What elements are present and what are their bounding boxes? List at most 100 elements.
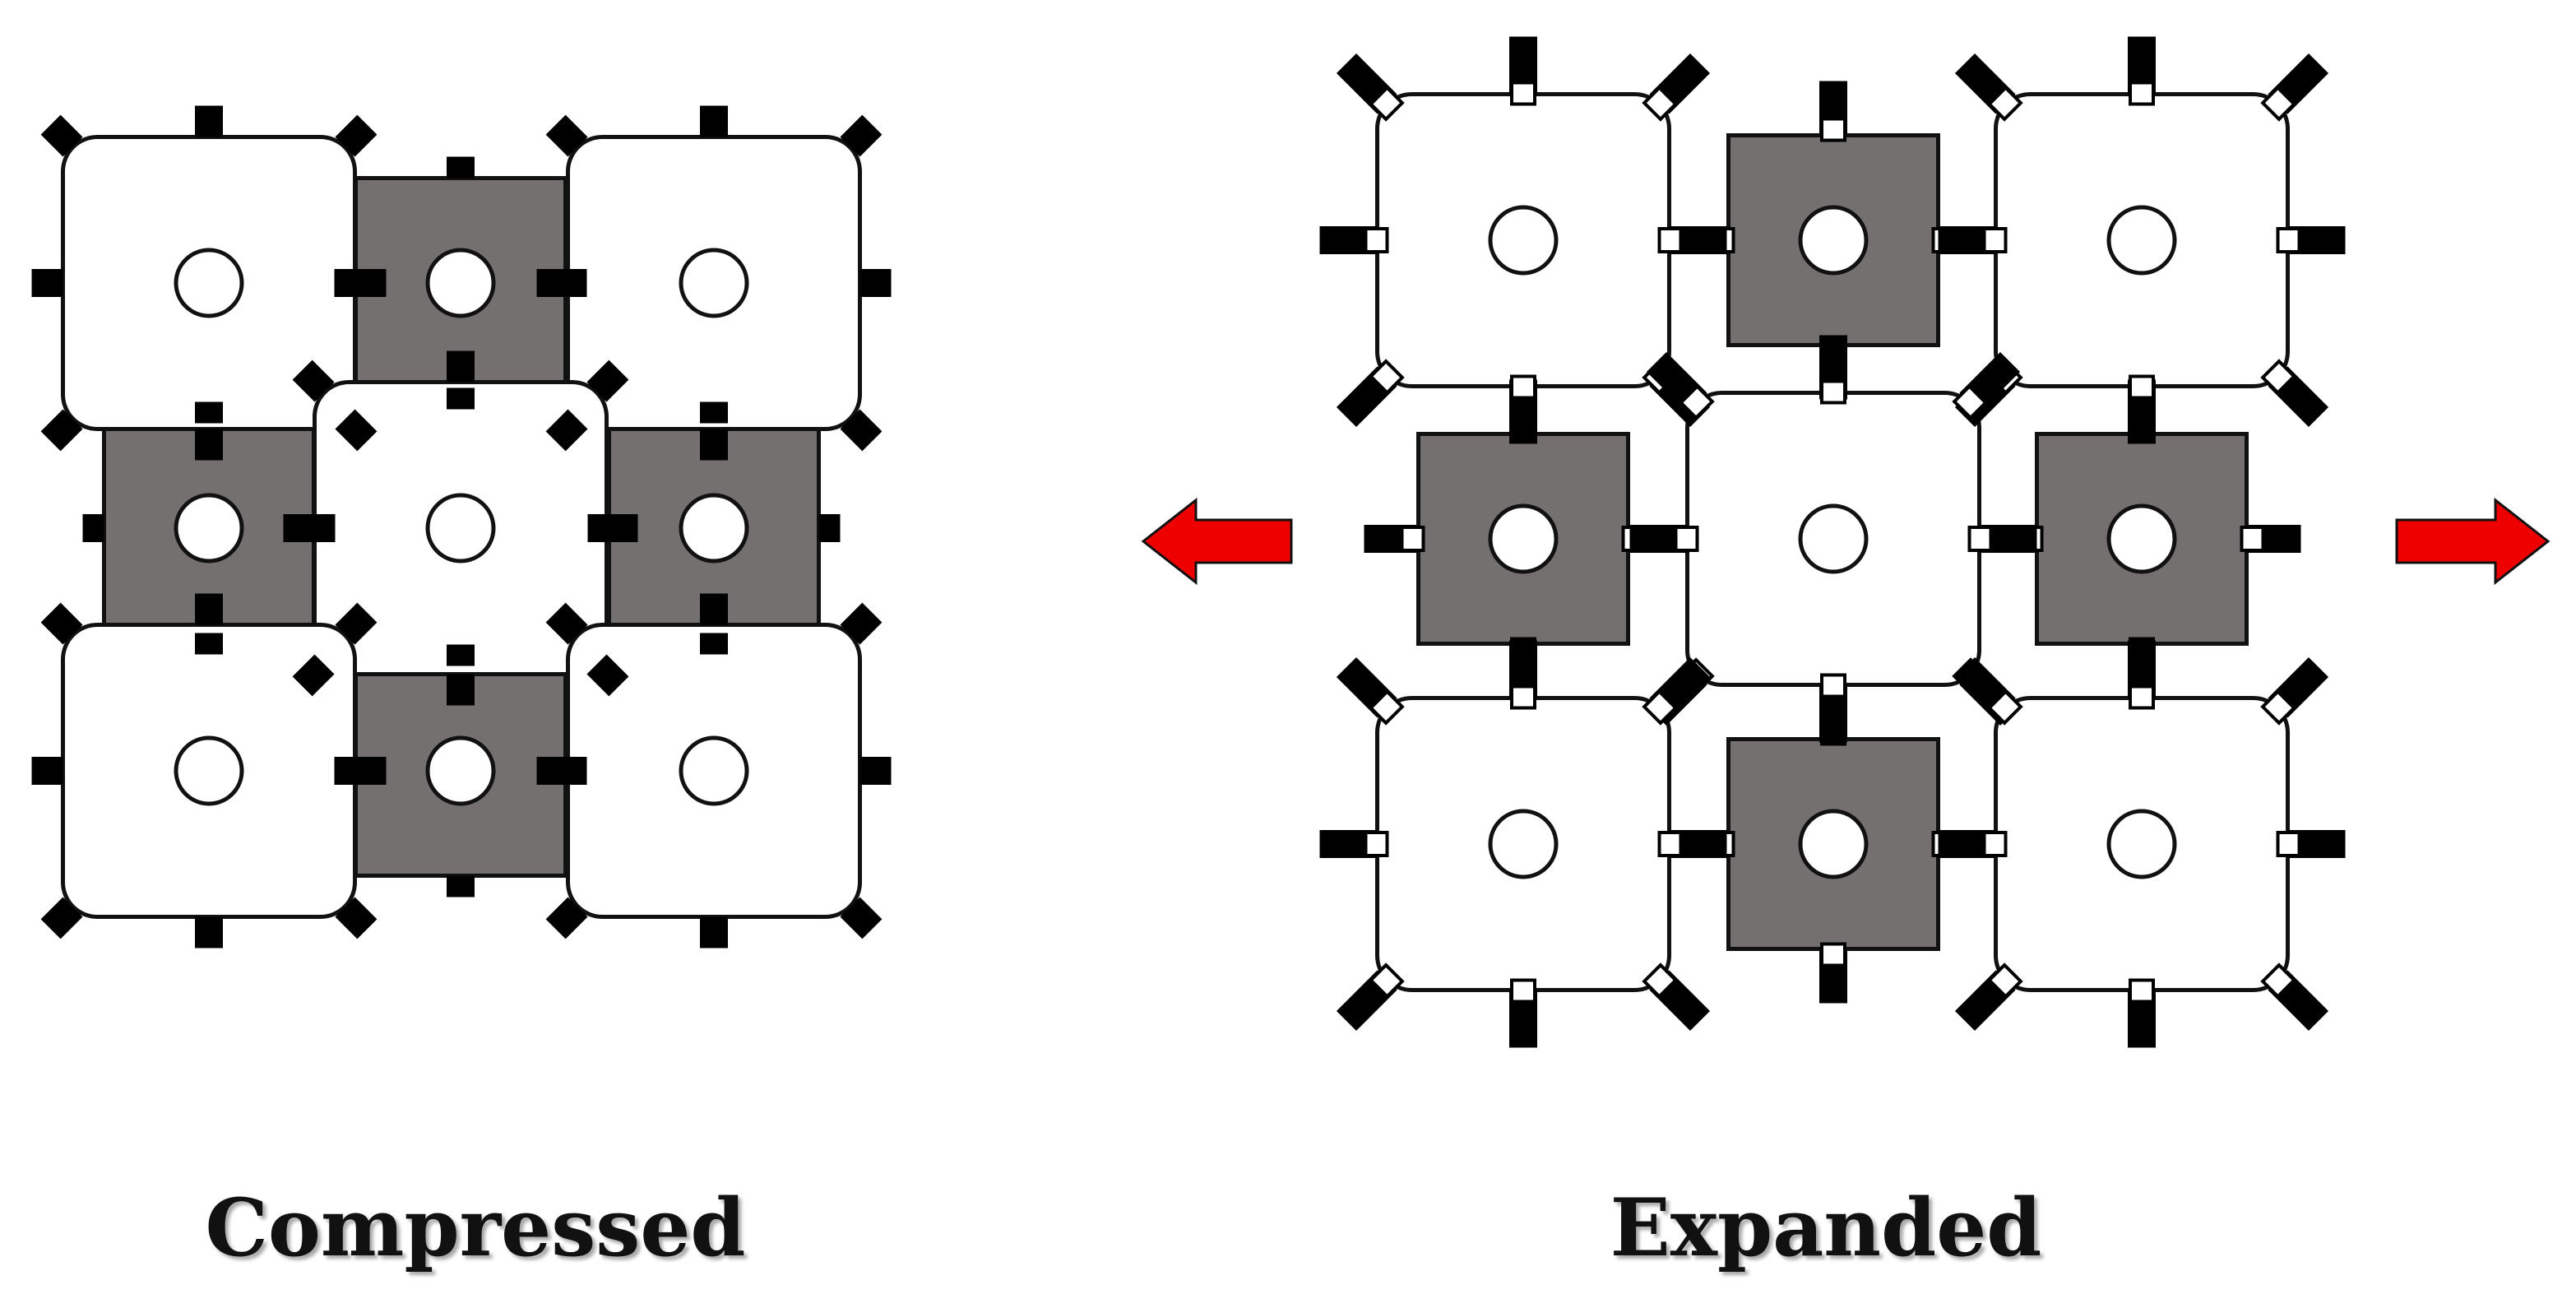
connector-tip (1678, 383, 1715, 420)
connector-arm (195, 633, 223, 655)
connector-arm (1657, 226, 1727, 254)
connector-tip (2260, 85, 2297, 122)
expanded-caption: Expanded (1610, 1181, 2042, 1274)
connector-arm (1954, 962, 2023, 1032)
connector-bar (700, 105, 728, 137)
tile-hole (174, 735, 244, 806)
connector-bar (545, 409, 588, 452)
connector-arm (1509, 374, 1537, 444)
connector-arm (1819, 335, 1847, 405)
connector-bar (31, 757, 63, 785)
connector-bar (536, 757, 568, 785)
connector-arm (1938, 226, 2008, 254)
connector-arm (1642, 656, 1711, 726)
connector-arm (2240, 525, 2301, 553)
connector-arm (536, 757, 568, 785)
connector-arm (292, 359, 335, 402)
connector-bar (335, 409, 378, 452)
connector-bar (700, 916, 728, 949)
connector-tip (1982, 831, 2008, 857)
connector-arm (2276, 226, 2346, 254)
connector-bar (40, 114, 83, 157)
connector-tip (1657, 831, 1683, 857)
connector-bar (283, 514, 315, 542)
connector-arm (536, 269, 568, 297)
connector-arm (1819, 942, 1847, 1004)
connector-bar (40, 897, 83, 939)
connector-arm (335, 409, 378, 452)
connector-bar (292, 359, 335, 402)
connector-arm (545, 409, 588, 452)
connector-arm (447, 674, 475, 706)
connector-tip (1510, 684, 1536, 710)
tile-hole (1798, 503, 1869, 574)
tile-hole (425, 735, 496, 806)
connector-arm (354, 269, 387, 297)
connector-bar (335, 897, 378, 939)
connector-arm (2128, 36, 2156, 106)
connector-arm (1336, 359, 1405, 428)
connector-bar (840, 897, 883, 939)
connector-bar (545, 602, 588, 645)
connector-bar (335, 114, 378, 157)
connector-bar (447, 674, 475, 706)
expansion-arrows (1141, 497, 2551, 586)
connector-bar (31, 269, 63, 297)
connector-bar (840, 602, 883, 645)
connector-tip (1368, 85, 1405, 122)
connector-arm (1952, 351, 2021, 420)
connector-arm (700, 429, 728, 461)
connector-tip (1952, 383, 1989, 420)
connector-bar (859, 269, 892, 297)
connector-arm (1967, 525, 2037, 553)
connector-arm (700, 401, 728, 424)
connector-tip (1674, 526, 1699, 552)
connector-arm (335, 114, 378, 157)
tile-hole (2106, 503, 2177, 574)
connector-bar (447, 156, 475, 179)
connector-bar (700, 429, 728, 461)
connector-bar (447, 350, 475, 383)
connector-tip (1820, 117, 1846, 142)
connector-arm (545, 897, 588, 939)
connector-bar (545, 897, 588, 939)
connector-arm (2128, 374, 2156, 444)
connector-tip (1400, 526, 1425, 552)
connector-bar (195, 633, 223, 655)
connector-arm (1319, 830, 1389, 858)
compressed-caption: Compressed (205, 1181, 746, 1274)
connector-arm (447, 875, 475, 898)
connector-arm (2260, 962, 2329, 1032)
connector-tip (1510, 81, 1536, 106)
expanded-panel (1319, 36, 2346, 1048)
connector-tip (1364, 227, 1389, 253)
connector-arm (195, 593, 223, 625)
connector-arm (840, 114, 883, 157)
connector-bar (1509, 386, 1537, 444)
connector-tip (2260, 689, 2297, 726)
connector-tip (2276, 831, 2301, 857)
connector-arm (1954, 656, 2023, 726)
connector-arm (1642, 53, 1711, 122)
connector-arm (587, 514, 609, 542)
connector-tip (2276, 227, 2301, 253)
connector-bar (606, 514, 638, 542)
connector-bar (195, 401, 223, 424)
connector-arm (586, 359, 629, 402)
connector-bar (840, 114, 883, 157)
connector-tip (1368, 689, 1405, 726)
connector-arm (700, 105, 728, 137)
connector-bar (195, 105, 223, 137)
connector-arm (2128, 978, 2156, 1048)
tile-hole (679, 493, 749, 564)
connector-tip (1967, 526, 1993, 552)
connector-bar (447, 644, 475, 666)
connector-arm (447, 644, 475, 666)
connector-arm (565, 757, 587, 785)
connector-arm (840, 409, 883, 452)
connector-tip (1642, 85, 1679, 122)
connector-arm (606, 514, 638, 542)
connector-arm (840, 897, 883, 939)
connector-bar (195, 593, 223, 625)
connector-arm (195, 401, 223, 424)
